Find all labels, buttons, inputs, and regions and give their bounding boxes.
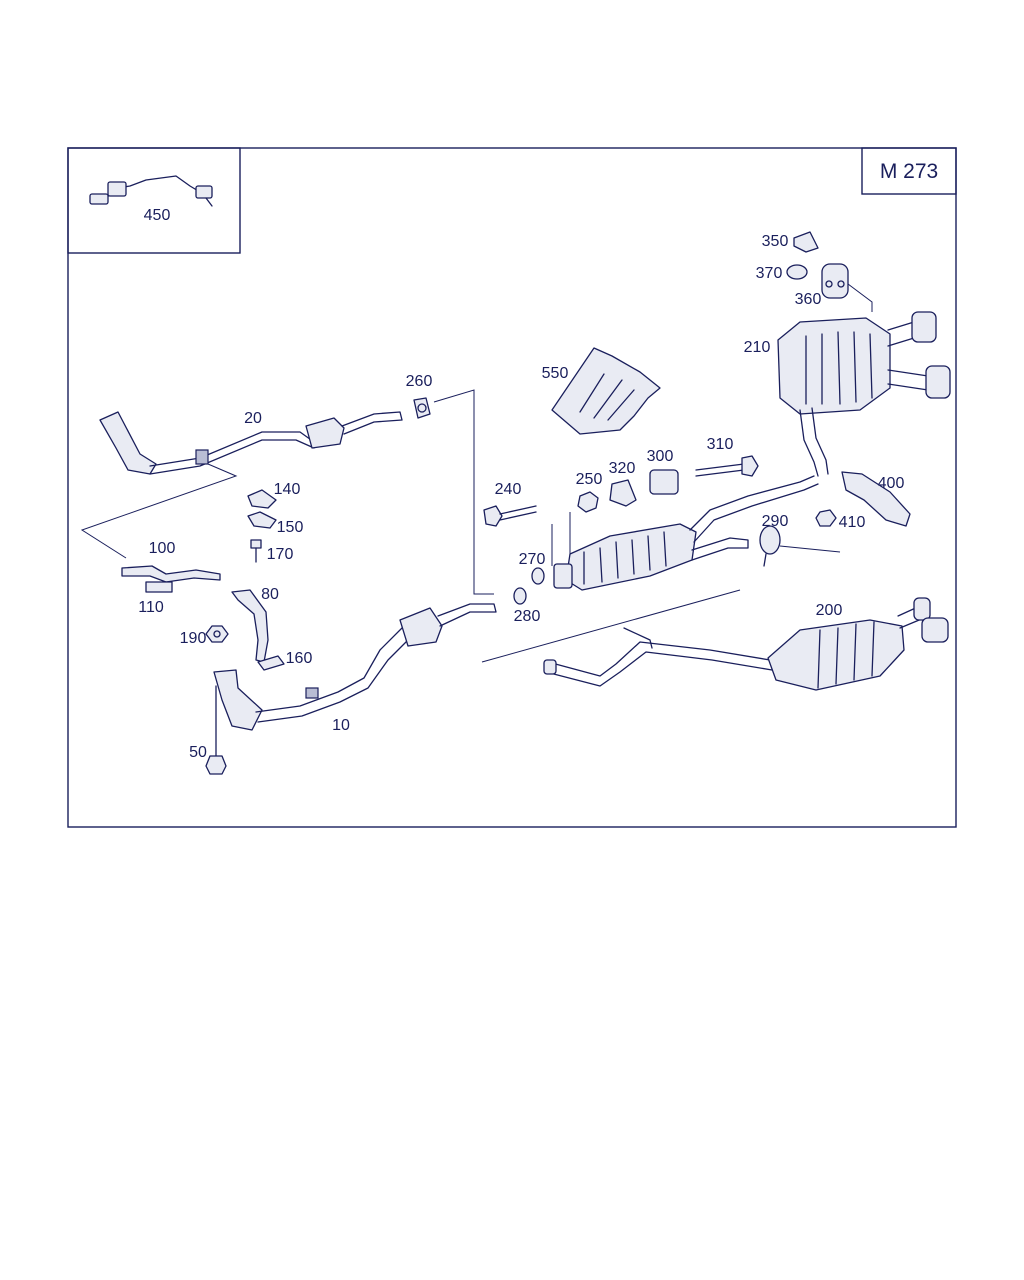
label-550: 550 <box>542 365 569 382</box>
bolt-310-part[interactable] <box>695 455 759 477</box>
label-20: 20 <box>244 410 262 427</box>
clamp-290-part[interactable] <box>759 525 781 567</box>
label-160: 160 <box>286 650 313 667</box>
clip-160-part[interactable] <box>257 655 285 671</box>
bushing-370-part[interactable] <box>786 264 808 280</box>
heat-shield-550-part[interactable] <box>551 347 661 435</box>
oxygen-sensor-part[interactable] <box>89 175 213 207</box>
label-210: 210 <box>744 339 771 356</box>
label-170: 170 <box>267 546 294 563</box>
rear-muffler-210-part[interactable] <box>777 311 951 477</box>
label-310: 310 <box>707 436 734 453</box>
model-code-box <box>861 147 957 195</box>
center-pipe-muffler-part[interactable] <box>553 475 819 591</box>
inset-frame <box>67 147 241 254</box>
diagram-frame <box>67 147 957 828</box>
bracket-320-part[interactable] <box>609 479 637 507</box>
bolt-170-part[interactable] <box>250 539 262 563</box>
rubber-mount-300-part[interactable] <box>649 469 679 495</box>
label-150: 150 <box>277 519 304 536</box>
label-100: 100 <box>149 540 176 557</box>
label-280: 280 <box>514 608 541 625</box>
label-290: 290 <box>762 513 789 530</box>
label-50: 50 <box>189 744 207 761</box>
clamp-140-part[interactable] <box>247 489 277 509</box>
bracket-400-part[interactable] <box>841 471 911 527</box>
rubber-hanger-360-part[interactable] <box>821 263 849 299</box>
label-320: 320 <box>609 460 636 477</box>
front-pipe-left-part[interactable] <box>99 411 403 475</box>
nut-410-part[interactable] <box>815 509 837 527</box>
plate-110-part[interactable] <box>145 581 173 593</box>
label-10: 10 <box>332 717 350 734</box>
label-110: 110 <box>138 599 164 616</box>
label-370: 370 <box>756 265 783 282</box>
label-270: 270 <box>519 551 546 568</box>
bolt-240-part[interactable] <box>483 505 537 527</box>
label-200: 200 <box>816 602 843 619</box>
label-410: 410 <box>839 514 866 531</box>
seal-270-part[interactable] <box>531 567 545 585</box>
bracket-100-part[interactable] <box>121 565 221 583</box>
label-360: 360 <box>795 291 822 308</box>
rear-muffler-200-part[interactable] <box>543 597 949 691</box>
label-190: 190 <box>180 630 207 647</box>
model-code: M 273 <box>880 160 938 183</box>
front-pipe-right-part[interactable] <box>213 603 497 731</box>
nut-250-part[interactable] <box>577 491 599 513</box>
stud-bolt-50-part[interactable] <box>205 685 227 775</box>
gasket-260-part[interactable] <box>413 397 431 419</box>
label-240: 240 <box>495 481 522 498</box>
label-260: 260 <box>406 373 433 390</box>
label-350: 350 <box>762 233 789 250</box>
seal-280-part[interactable] <box>513 587 527 605</box>
clamp-150-part[interactable] <box>247 511 277 529</box>
label-450: 450 <box>144 207 171 224</box>
label-140: 140 <box>274 481 301 498</box>
hanger-350-part[interactable] <box>793 231 819 253</box>
label-250: 250 <box>576 471 603 488</box>
label-400: 400 <box>878 475 905 492</box>
nut-190-part[interactable] <box>205 625 229 643</box>
label-80: 80 <box>261 586 279 603</box>
label-300: 300 <box>647 448 674 465</box>
